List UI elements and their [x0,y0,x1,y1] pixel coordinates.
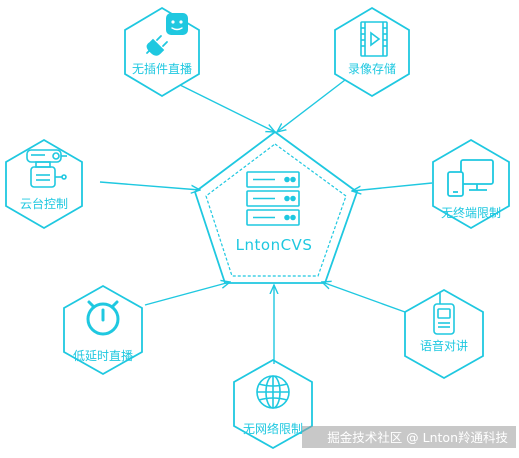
watermark: 掘金技术社区 @ Lnton羚通科技 [302,426,516,448]
node-label: 云台控制 [20,196,68,211]
node-label: 无插件直播 [132,62,192,76]
video-file-icon [360,21,388,57]
watermark-bg [302,426,516,448]
node-no-network-limit: 无网络限制 [233,358,313,450]
hexagon [63,284,143,376]
connectors [99,79,433,364]
hexagon [404,288,484,380]
node-voice-intercom: 语音对讲 [404,288,484,380]
node-no-terminal-limit: 无终端限制 [432,138,510,230]
hexagon [5,138,83,230]
arrow-recording [277,79,346,132]
globe-icon [256,375,290,409]
devices-icon [447,159,494,197]
center-node: LntonCVS [193,130,359,284]
watermark-text: 掘金技术社区 @ Lnton羚通科技 [327,430,508,445]
hexagon [432,138,510,230]
node-ptz: 云台控制 [5,138,83,230]
node-label: 无终端限制 [441,205,501,220]
node-label: 录像存储 [348,61,396,76]
center-pentagon-inner [205,143,347,277]
node-label: 语音对讲 [420,338,468,353]
arrow-low-latency [144,282,230,306]
timer-icon [86,300,120,336]
walkie-talkie-icon [433,293,455,335]
arrow-no-terminal-limit [352,182,433,191]
node-recording: 录像存储 [334,6,410,98]
arrow-wireless-live [179,84,275,132]
plug-icon [146,13,188,56]
server-icon [246,171,300,226]
node-wireless-live: 无插件直播 [124,6,200,98]
node-low-latency: 低延时直播 [63,284,143,376]
center-label: LntonCVS [236,236,313,254]
hexagon [334,6,410,98]
hexagon [233,358,313,450]
ptz-camera-icon [26,149,67,188]
arrow-voice-intercom [322,282,406,313]
hexagon [124,6,200,98]
node-label: 低延时直播 [73,349,133,363]
center-pentagon-outer [193,130,359,284]
node-label: 无网络限制 [243,421,303,436]
arrow-ptz [99,181,200,190]
